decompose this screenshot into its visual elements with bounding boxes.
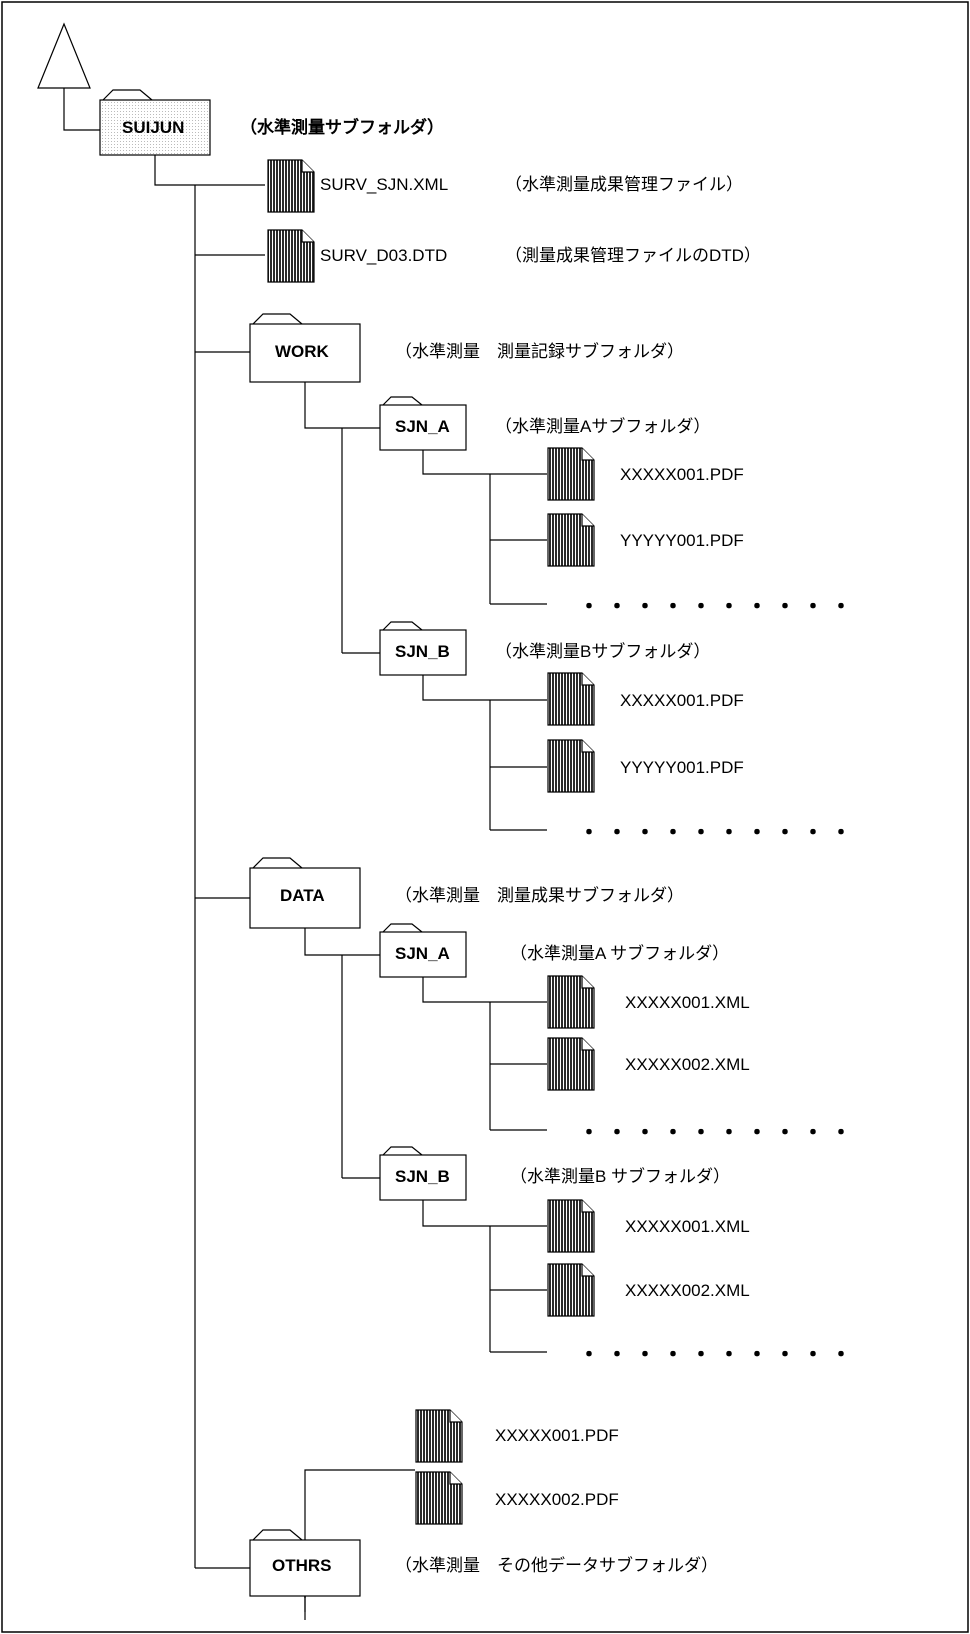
folder-desc-work-sjn-b: （水準測量Bサブフォルダ）: [495, 642, 711, 661]
folder-data-sjn-a[interactable]: [379, 923, 467, 978]
file-name-othrs-1: XXXXX001.PDF: [495, 1426, 619, 1445]
file-name-othrs-2: XXXXX002.PDF: [495, 1490, 619, 1509]
folder-name-work-sjn-b: SJN_B: [395, 642, 450, 661]
folder-othrs[interactable]: [249, 1529, 361, 1597]
file-icon-surv-sjn[interactable]: [267, 159, 315, 213]
folder-work-sjn-b[interactable]: [379, 621, 467, 676]
folder-desc-work-sjn-a: （水準測量Aサブフォルダ）: [495, 417, 711, 436]
folder-desc-data: （水準測量 測量成果サブフォルダ）: [395, 886, 684, 905]
file-name-surv-sjn: SURV_SJN.XML: [320, 175, 449, 194]
file-name-work-b-1: XXXXX001.PDF: [620, 691, 744, 710]
file-desc-surv-dtd: （測量成果管理ファイルのDTD）: [505, 246, 761, 265]
folder-suijun[interactable]: [99, 89, 211, 156]
folder-desc-othrs: （水準測量 その他データサブフォルダ）: [395, 1556, 718, 1575]
ellipsis-data-b: ・・・・・・・・・・: [578, 1342, 859, 1367]
file-icon-data-b-2[interactable]: [547, 1263, 595, 1317]
file-icon-data-b-1[interactable]: [547, 1199, 595, 1253]
file-name-surv-dtd: SURV_D03.DTD: [320, 246, 448, 265]
file-name-data-a-1: XXXXX001.XML: [625, 993, 750, 1012]
file-icon-data-a-2[interactable]: [547, 1037, 595, 1091]
folder-data[interactable]: [249, 857, 361, 929]
file-desc-surv-sjn: （水準測量成果管理ファイル）: [505, 175, 743, 194]
folder-desc-work: （水準測量 測量記録サブフォルダ）: [395, 342, 684, 361]
tree-connectors: [154, 155, 547, 1598]
ellipsis-work-a: ・・・・・・・・・・: [578, 594, 859, 619]
file-icon-work-a-1[interactable]: [547, 447, 595, 501]
file-icon-surv-dtd[interactable]: [267, 229, 315, 283]
file-name-data-b-2: XXXXX002.XML: [625, 1281, 750, 1300]
file-name-work-b-2: YYYYY001.PDF: [620, 758, 744, 777]
folder-desc-data-sjn-a: （水準測量A サブフォルダ）: [510, 944, 730, 963]
parent-triangle-icon: [37, 22, 91, 89]
folder-work[interactable]: [249, 313, 361, 383]
folder-desc-data-sjn-b: （水準測量B サブフォルダ）: [510, 1167, 731, 1186]
ellipsis-work-b: ・・・・・・・・・・: [578, 820, 859, 845]
file-name-data-b-1: XXXXX001.XML: [625, 1217, 750, 1236]
folder-name-data-sjn-b: SJN_B: [395, 1167, 450, 1186]
connector-line: [63, 88, 100, 131]
folder-name-data-sjn-a: SJN_A: [395, 944, 450, 963]
file-name-work-a-1: XXXXX001.PDF: [620, 465, 744, 484]
folder-data-sjn-b[interactable]: [379, 1146, 467, 1201]
file-icon-data-a-1[interactable]: [547, 975, 595, 1029]
folder-name-suijun: SUIJUN: [122, 118, 185, 137]
folder-work-sjn-a[interactable]: [379, 396, 467, 451]
file-name-work-a-2: YYYYY001.PDF: [620, 531, 744, 550]
file-icon-othrs-1[interactable]: [415, 1409, 463, 1463]
folder-name-work: WORK: [275, 342, 329, 361]
file-icon-work-a-2[interactable]: [547, 513, 595, 567]
ellipsis-data-a: ・・・・・・・・・・: [578, 1120, 859, 1145]
folder-name-othrs: OTHRS: [272, 1556, 332, 1575]
folder-desc-suijun: （水準測量サブフォルダ）: [240, 118, 444, 137]
file-icon-othrs-2[interactable]: [415, 1471, 463, 1525]
file-icon-work-b-1[interactable]: [547, 672, 595, 726]
file-name-data-a-2: XXXXX002.XML: [625, 1055, 750, 1074]
file-icon-work-b-2[interactable]: [547, 739, 595, 793]
folder-name-work-sjn-a: SJN_A: [395, 417, 450, 436]
folder-name-data: DATA: [280, 886, 325, 905]
